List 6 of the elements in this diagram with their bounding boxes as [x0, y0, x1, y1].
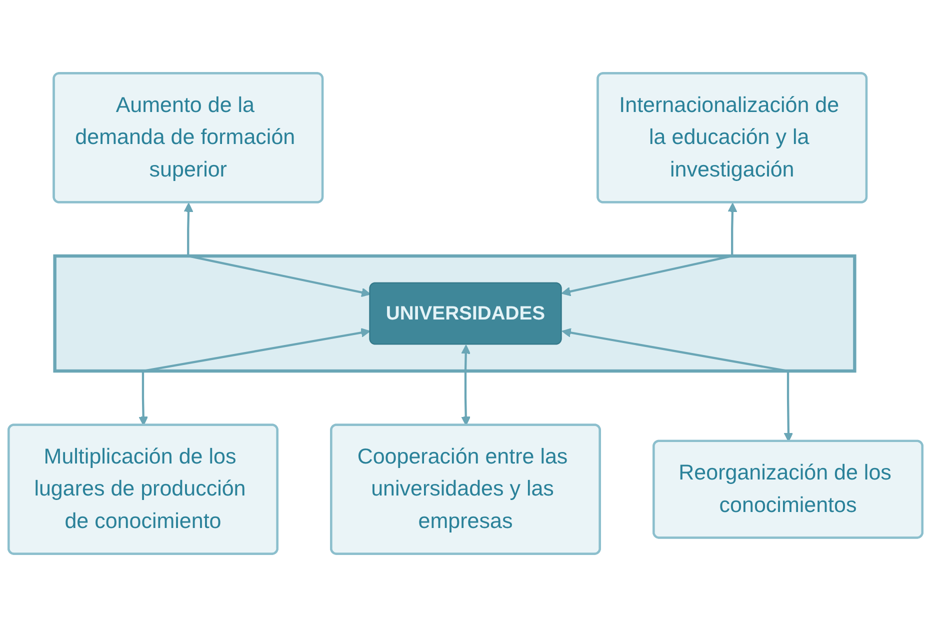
arrow	[461, 344, 471, 426]
cluster	[53, 254, 856, 373]
arrow	[561, 202, 738, 296]
arrow	[138, 328, 370, 426]
arrow	[562, 328, 794, 442]
arrow	[184, 202, 371, 298]
